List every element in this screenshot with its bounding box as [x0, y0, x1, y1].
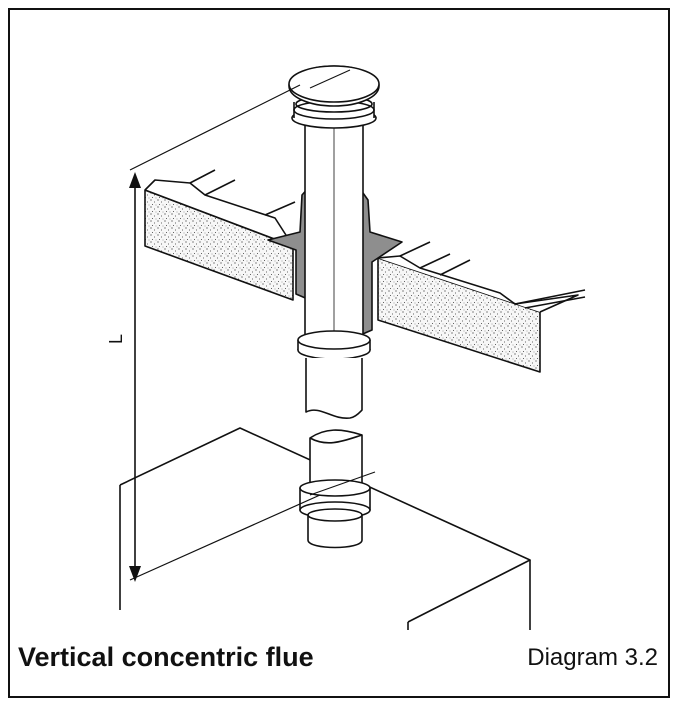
diagram-number: Diagram 3.2 [527, 644, 658, 671]
flue-lower-pipe [305, 358, 363, 487]
boiler-casing [119, 427, 531, 630]
roof-right [377, 241, 586, 373]
dimension-label-l: L [106, 334, 126, 344]
roof-left [144, 169, 296, 301]
terminal-cap [288, 65, 380, 129]
flue-upper-pipe [304, 114, 364, 341]
dimension-line [129, 172, 141, 582]
caption-bar: Vertical concentric flue Diagram 3.2 [10, 636, 668, 696]
dimension-extension-lines [129, 84, 321, 581]
diagram-frame: L Vertical concentric flue Diagram 3.2 [8, 8, 670, 698]
pipe-collar [297, 330, 371, 360]
figure-title: Vertical concentric flue [18, 642, 314, 672]
flue-illustration: L [106, 65, 586, 630]
boiler-adaptor [299, 471, 376, 549]
